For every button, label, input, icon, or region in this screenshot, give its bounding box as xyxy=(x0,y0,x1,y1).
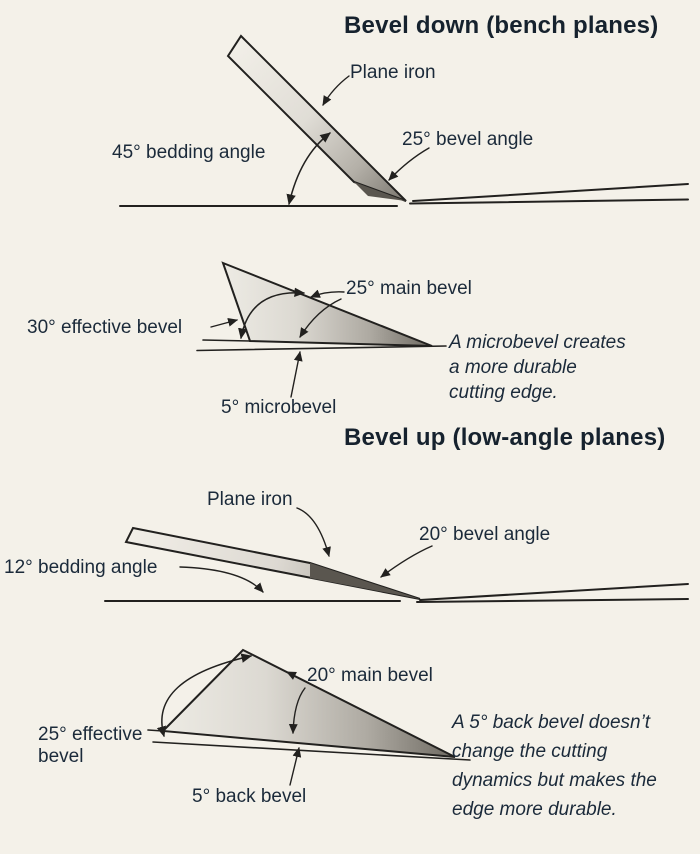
microbevel-note: A microbevel creates a more durable cutt… xyxy=(449,330,659,405)
main-bevel-20-label: 20° main bevel xyxy=(307,665,433,686)
plane-iron-arrow-1 xyxy=(322,75,350,106)
note-line: change the cutting xyxy=(452,741,608,762)
microbevel-5-label: 5° microbevel xyxy=(221,397,337,418)
note-line: edge more durable. xyxy=(452,799,617,820)
main-bevel-25-arrow-b xyxy=(299,298,342,338)
back-bevel-note: A 5° back bevel doesn’t change the cutti… xyxy=(452,708,692,824)
bedding-angle-45-label: 45° bedding angle xyxy=(112,142,266,163)
back-bevel-5-label: 5° back bevel xyxy=(192,786,307,807)
bevel-down-plane-iron xyxy=(226,34,407,202)
effective-bevel-30-label: 30° effective bevel xyxy=(27,317,183,338)
effective-bevel-30-leader xyxy=(210,318,239,328)
plane-iron-label-2: Plane iron xyxy=(207,489,293,510)
microbevel-reference-line xyxy=(196,345,447,352)
back-bevel-reference-line xyxy=(152,741,471,761)
bevel-angle-20-label: 20° bevel angle xyxy=(419,524,551,545)
main-bevel-25-label: 25° main bevel xyxy=(346,278,472,299)
microbevel-closeup-blade xyxy=(221,261,433,347)
plane-iron-arrow-2 xyxy=(296,507,331,558)
back-bevel-5-arrow xyxy=(289,746,302,786)
main-bevel-20-arrow-b xyxy=(288,687,306,735)
effective-bevel-25-arc xyxy=(156,653,253,738)
bevel-down-workpiece-edge xyxy=(409,183,689,205)
note-line: a more durable xyxy=(449,357,577,378)
bedding-angle-12-label: 12° bedding angle xyxy=(4,557,158,578)
plane-iron-label-1: Plane iron xyxy=(350,62,436,83)
bevel-up-workpiece-edge xyxy=(416,583,689,603)
main-bevel-extension-line xyxy=(202,339,251,342)
effective-bevel-25-label: 25° effective bevel xyxy=(38,724,143,767)
effective-bevel-30-arc xyxy=(238,287,306,340)
main-bevel-25-arrow-a xyxy=(310,289,345,298)
bevel-angle-25-label: 25° bevel angle xyxy=(402,129,534,150)
bevel-up-title: Bevel up (low-angle planes) xyxy=(344,424,666,451)
bevel-down-title: Bevel down (bench planes) xyxy=(344,12,659,39)
note-line: A microbevel creates xyxy=(449,332,626,353)
bevel-angle-20-arrow xyxy=(380,545,433,578)
bedding-angle-45-arc xyxy=(286,132,331,206)
bevel-up-bevel-face xyxy=(310,563,420,599)
bevel-angle-25-arrow xyxy=(388,147,430,181)
microbevel-5-arrow xyxy=(290,350,303,398)
bedding-angle-12-leader xyxy=(179,566,264,593)
note-line: cutting edge. xyxy=(449,382,558,403)
bevel-down-bevel-face xyxy=(354,182,406,201)
note-line: dynamics but makes the xyxy=(452,770,657,791)
note-line: A 5° back bevel doesn’t xyxy=(452,712,651,733)
main-bevel-20-arrow-a xyxy=(286,671,308,683)
